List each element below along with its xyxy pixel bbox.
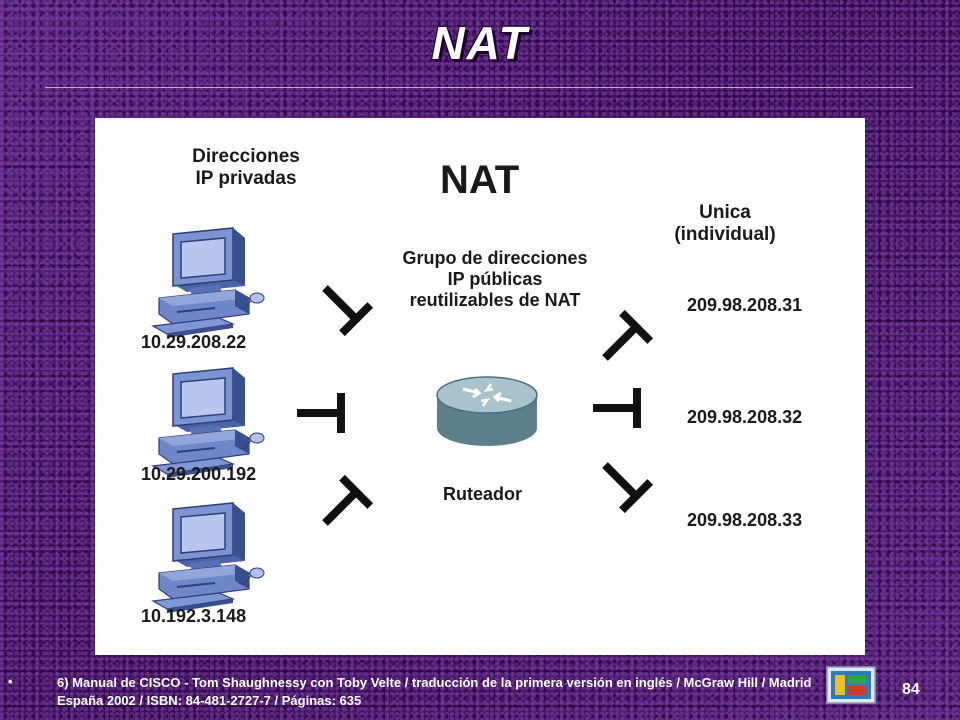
public-ip-label: 209.98.208.33	[687, 510, 803, 530]
unique-heading: Unica (individual)	[667, 202, 783, 246]
private-ip-label: 10.192.3.148	[141, 606, 247, 626]
footer-bullet: •	[8, 674, 13, 689]
arrow-icon	[593, 388, 637, 428]
computer-icon	[152, 367, 265, 479]
arrow-icon	[591, 451, 650, 510]
public-ip-label: 209.98.208.31	[687, 295, 803, 315]
nat-diagram: Direcciones IP privadas NAT Unica (indiv…	[95, 118, 865, 655]
arrow-icon	[311, 274, 370, 333]
private-ip-heading: Direcciones IP privadas	[173, 146, 319, 190]
arrow-icon	[311, 478, 370, 537]
nat-pool-heading: Grupo de direcciones IP públicas reutili…	[375, 248, 615, 311]
pool-heading-line: Grupo de direcciones	[402, 248, 588, 268]
pool-heading-line: IP públicas	[447, 269, 543, 289]
page-number: 84	[902, 681, 920, 698]
unique-heading-line: Unica	[699, 202, 751, 223]
diagram-graphics	[152, 227, 865, 614]
arrow-icon	[297, 393, 341, 433]
router-label: Ruteador	[443, 484, 523, 504]
arrow-icon	[591, 313, 650, 372]
unique-heading-line: (individual)	[674, 224, 776, 245]
title-divider	[45, 87, 913, 88]
private-ip-label: 10.29.208.22	[141, 332, 247, 352]
slide-title: NAT	[431, 17, 529, 69]
computer-icon	[152, 227, 265, 339]
private-heading-line: IP privadas	[195, 168, 297, 189]
computer-icon	[152, 502, 265, 614]
pool-heading-line: reutilizables de NAT	[409, 290, 581, 310]
diagram-heading: NAT	[440, 158, 520, 202]
footer-reference: 6) Manual de CISCO - Tom Shaughnessy con…	[57, 675, 812, 708]
router-icon	[436, 376, 538, 446]
logo-icon	[826, 666, 876, 704]
private-heading-line: Direcciones	[192, 146, 300, 167]
private-ip-label: 10.29.200.192	[141, 464, 257, 484]
public-ip-label: 209.98.208.32	[687, 407, 803, 427]
